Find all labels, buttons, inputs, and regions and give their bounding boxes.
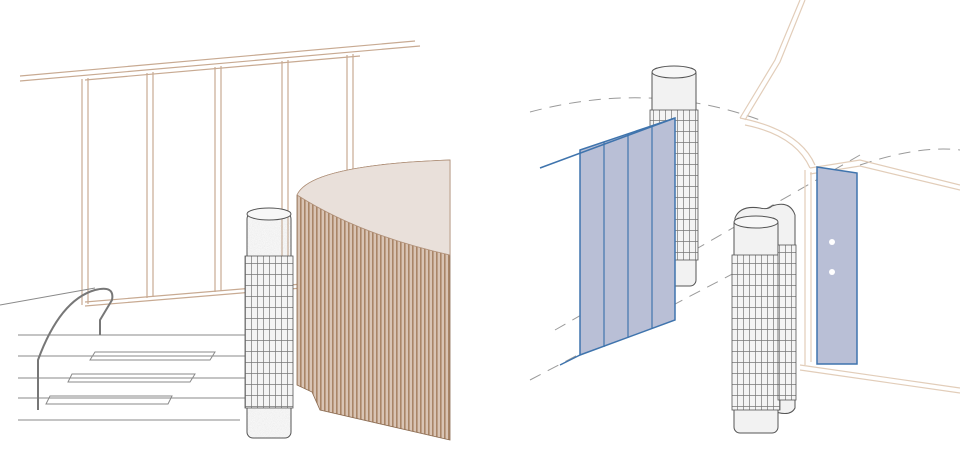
blue-panel-screen xyxy=(539,116,676,366)
right-view xyxy=(529,0,960,434)
curved-fluted-wall xyxy=(296,159,451,441)
window-frame xyxy=(19,40,421,307)
blue-panel-wall xyxy=(816,166,858,365)
dashed-guides xyxy=(529,97,960,381)
left-view xyxy=(0,40,451,441)
double-column xyxy=(731,203,797,434)
stairs xyxy=(0,287,250,421)
tiled-column xyxy=(244,207,294,439)
